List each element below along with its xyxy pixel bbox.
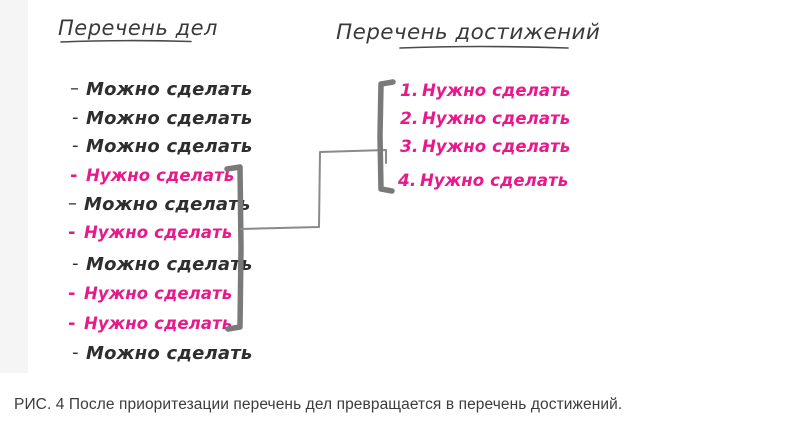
left-item-bullet: - (68, 313, 75, 334)
right-item-label: Нужно сделать (422, 81, 570, 100)
left-item-bullet: - (72, 342, 79, 363)
right-item-number: 4. (397, 171, 416, 191)
right-item-label: Нужно сделать (422, 109, 570, 128)
left-item-label: Можно сделать (84, 194, 250, 215)
right-item-number: 2. (400, 109, 418, 129)
left-item-label: Можно сделать (86, 343, 252, 364)
left-item-label: Можно сделать (86, 254, 252, 275)
right-title-underline (399, 45, 569, 49)
left-item-label: Нужно сделать (86, 166, 234, 185)
left-item-bullet: - (70, 165, 77, 186)
left-bracket-icon (224, 164, 244, 332)
figure-illustration: Перечень дел – Можно сделать - Можно сде… (58, 16, 600, 364)
right-bracket-icon (377, 79, 396, 194)
left-item-bullet: – (70, 78, 79, 99)
left-item-bullet: - (68, 283, 75, 304)
right-item-number: 3. (400, 137, 418, 157)
left-item-bullet: - (72, 253, 79, 274)
figure-panel: Перечень дел – Можно сделать - Можно сде… (28, 0, 810, 373)
left-item-bullet: - (68, 222, 75, 243)
left-item-bullet: – (68, 193, 77, 214)
figure-caption-container: РИС. 4 После приоритезации перечень дел … (0, 373, 810, 437)
left-item-bullet: - (72, 135, 79, 156)
left-column-title: Перечень дел (58, 16, 218, 40)
left-item-label: Нужно сделать (84, 223, 232, 242)
right-item-label: Нужно сделать (420, 171, 568, 190)
left-item-label: Нужно сделать (84, 314, 232, 333)
figure-caption: РИС. 4 После приоритезации перечень дел … (14, 396, 623, 413)
right-column-title: Перечень достижений (336, 20, 600, 45)
right-item-label: Нужно сделать (422, 137, 570, 156)
left-item-label: Можно сделать (86, 136, 252, 157)
right-item-number: 1. (400, 81, 418, 101)
left-item-bullet: - (72, 107, 79, 128)
left-item-label: Нужно сделать (84, 284, 232, 303)
left-title-underline (60, 39, 192, 43)
connector-line-icon (240, 149, 387, 230)
left-item-label: Можно сделать (86, 79, 252, 100)
left-item-label: Можно сделать (86, 108, 252, 129)
